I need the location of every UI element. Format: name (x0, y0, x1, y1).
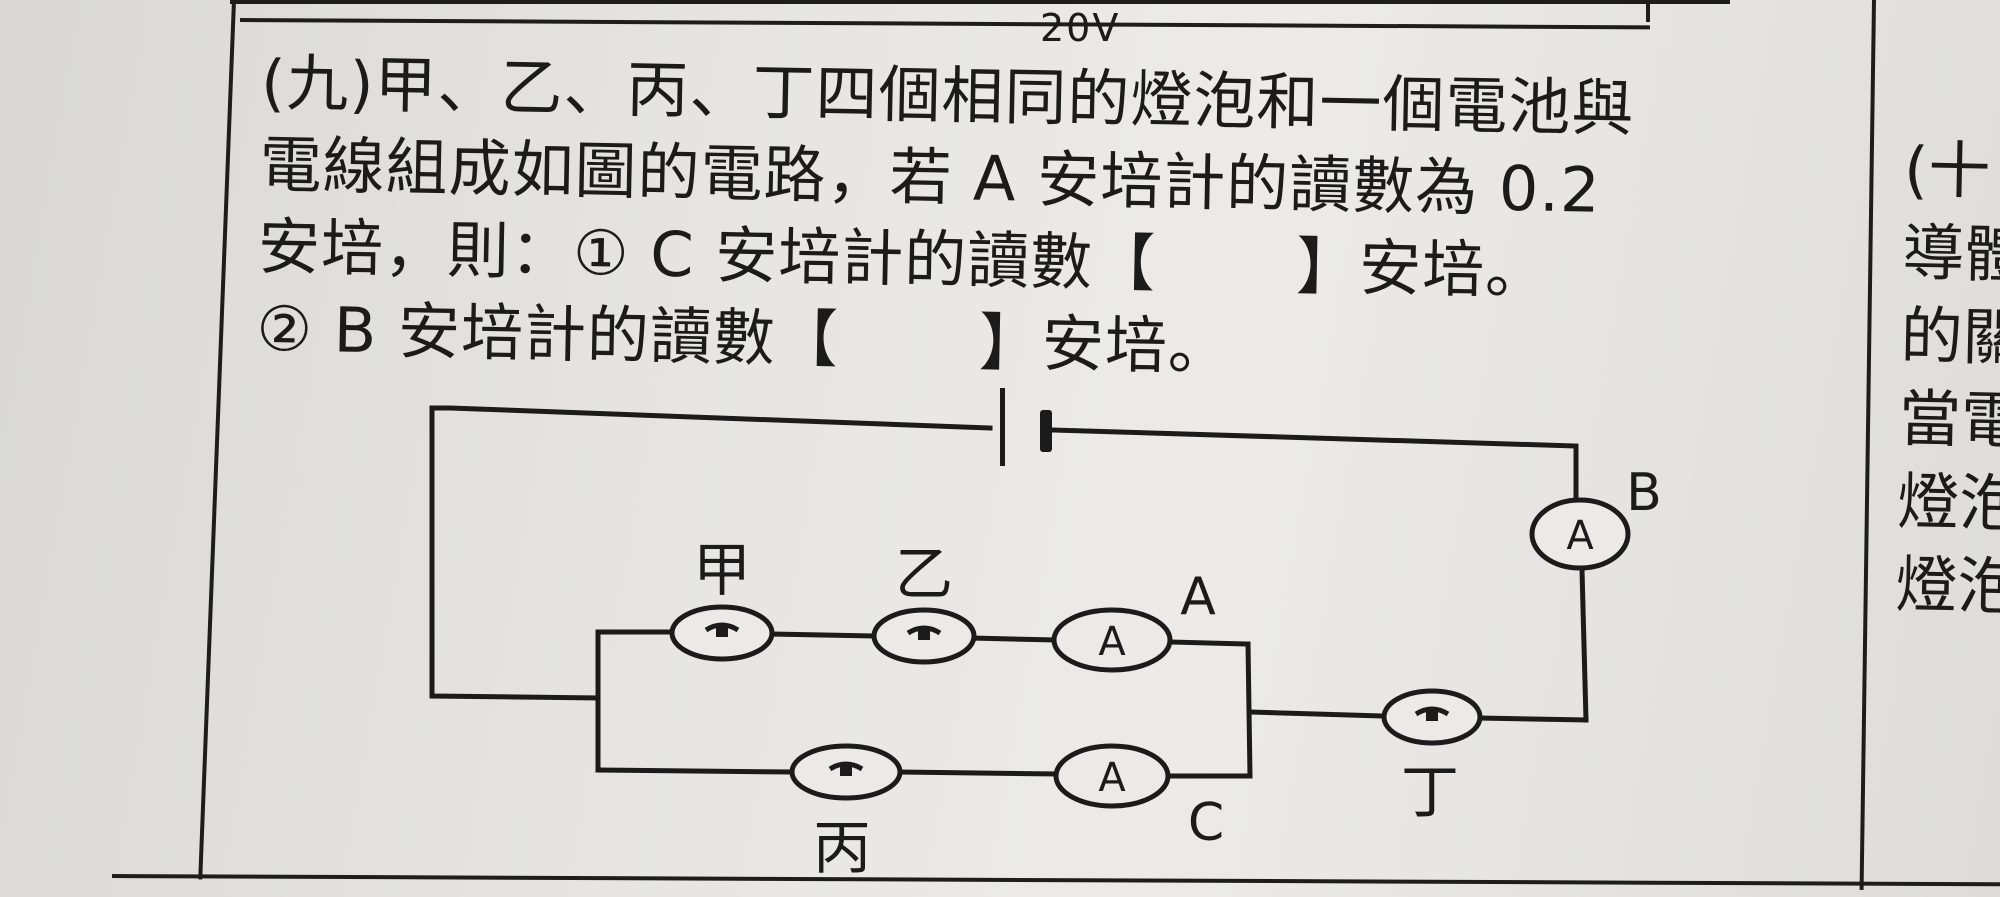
bulb-bing-label: 丙 (813, 814, 871, 882)
wire-bottom-branch-2 (897, 769, 1059, 777)
wire-top-left (429, 405, 993, 701)
bulb-yi-label: 乙 (895, 540, 953, 608)
meter-a-label: A (1180, 567, 1216, 627)
voltage-label: 20V (1040, 6, 1121, 50)
ammeter-c-symbol (1053, 743, 1171, 809)
wire-top-branch-2 (769, 631, 875, 639)
ammeter-a-glyph: A (1098, 619, 1126, 665)
ammeter-a-symbol (1051, 607, 1173, 673)
bulb-bing-symbol (789, 743, 903, 801)
bulb-jia-label: 甲 (693, 536, 751, 604)
top-box-right (1646, 0, 1650, 22)
battery-symbol (1000, 388, 1052, 466)
wire-top-branch-4 (1167, 639, 1251, 647)
wire-top-branch-3 (969, 635, 1057, 643)
ammeter-b-symbol (1529, 497, 1631, 571)
wire-to-bulb-ding (1247, 709, 1387, 719)
bulb-yi-symbol (871, 607, 977, 665)
top-border (230, 0, 1730, 4)
bulb-ding-label: 丁 (1401, 758, 1459, 826)
ammeter-b-glyph: A (1566, 513, 1594, 559)
bulb-jia-symbol (669, 604, 775, 662)
bulb-ding-symbol (1381, 688, 1483, 746)
wire-right-drop (1579, 567, 1589, 723)
meter-c-label: C (1188, 793, 1224, 853)
wire-bottom-branch-1 (595, 767, 795, 775)
wire-from-bulb-ding (1477, 715, 1589, 723)
wire-top-right (1049, 427, 1579, 499)
meter-b-label: B (1626, 463, 1662, 523)
ammeter-c-glyph: A (1098, 755, 1126, 801)
